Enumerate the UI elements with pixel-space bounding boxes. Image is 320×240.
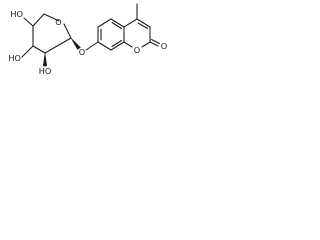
bond-c2-o1 (141, 41, 151, 48)
benzene-ring (97, 18, 125, 51)
double-c4-c3 (137, 22, 149, 30)
atom-labels: O O O O HO HO HO (8, 9, 167, 76)
pyranone-ring (123, 3, 161, 48)
bond-c3-c2 (32, 45, 46, 54)
double-c8a-c8 (111, 39, 123, 48)
wedge-c2-oh (42, 52, 48, 67)
hydroxyl-bottom-label: HO (39, 66, 52, 76)
chemical-structure: O O O O HO HO HO (8, 3, 167, 76)
ring-oxygen-label: O (55, 17, 61, 27)
bond-c5-c4 (32, 13, 45, 27)
double-c5-c4a (111, 21, 123, 30)
bond-c3-oh (21, 45, 34, 58)
bond-o-c7 (85, 41, 99, 51)
bond-c2-c1 (44, 37, 72, 54)
bond-o1-c8a (123, 41, 133, 48)
bond-c5-ring-o (43, 13, 60, 22)
carbonyl-oxygen-label: O (161, 41, 167, 51)
bond-c8a-c8 (110, 41, 125, 51)
bond-c5-c4a (110, 18, 125, 28)
bond-ring-o-c1 (63, 23, 72, 39)
glycosidic-linkage (70, 37, 99, 51)
hydroxyl-top-label: HO (10, 9, 23, 19)
hydroxyl-left-label: HO (8, 53, 21, 63)
bond-c4-c3 (136, 18, 151, 28)
bond-c2-carbonyl (149, 41, 159, 47)
glycosidic-oxygen-label: O (79, 47, 85, 57)
lactone-oxygen-label: O (134, 45, 140, 55)
double-c2-carbonyl (150, 38, 161, 45)
wedge-c1-o (70, 37, 81, 50)
bond-c6-c5 (97, 18, 112, 28)
bond-c4a-c4 (123, 18, 138, 28)
bond-c4-oh (23, 17, 34, 27)
pyranose-ring (21, 13, 72, 67)
bond-c8-c7 (97, 41, 112, 51)
